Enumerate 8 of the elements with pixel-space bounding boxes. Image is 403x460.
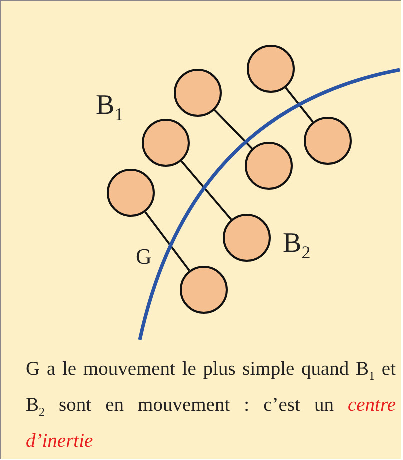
connecting-rod bbox=[214, 110, 253, 150]
connecting-rod bbox=[285, 87, 314, 123]
point-label: G bbox=[136, 246, 152, 268]
point-label: B$_{2}$ bbox=[283, 230, 311, 262]
point-label: B$_{1}$ bbox=[96, 92, 124, 124]
connecting-rod bbox=[144, 212, 190, 272]
caption: G a le mouvement le plus simple quand B$_{1}$ et B$_{2}$ sont en mouvement : c’est un centre d’inertie bbox=[26, 358, 396, 454]
connecting-rod bbox=[180, 160, 232, 220]
